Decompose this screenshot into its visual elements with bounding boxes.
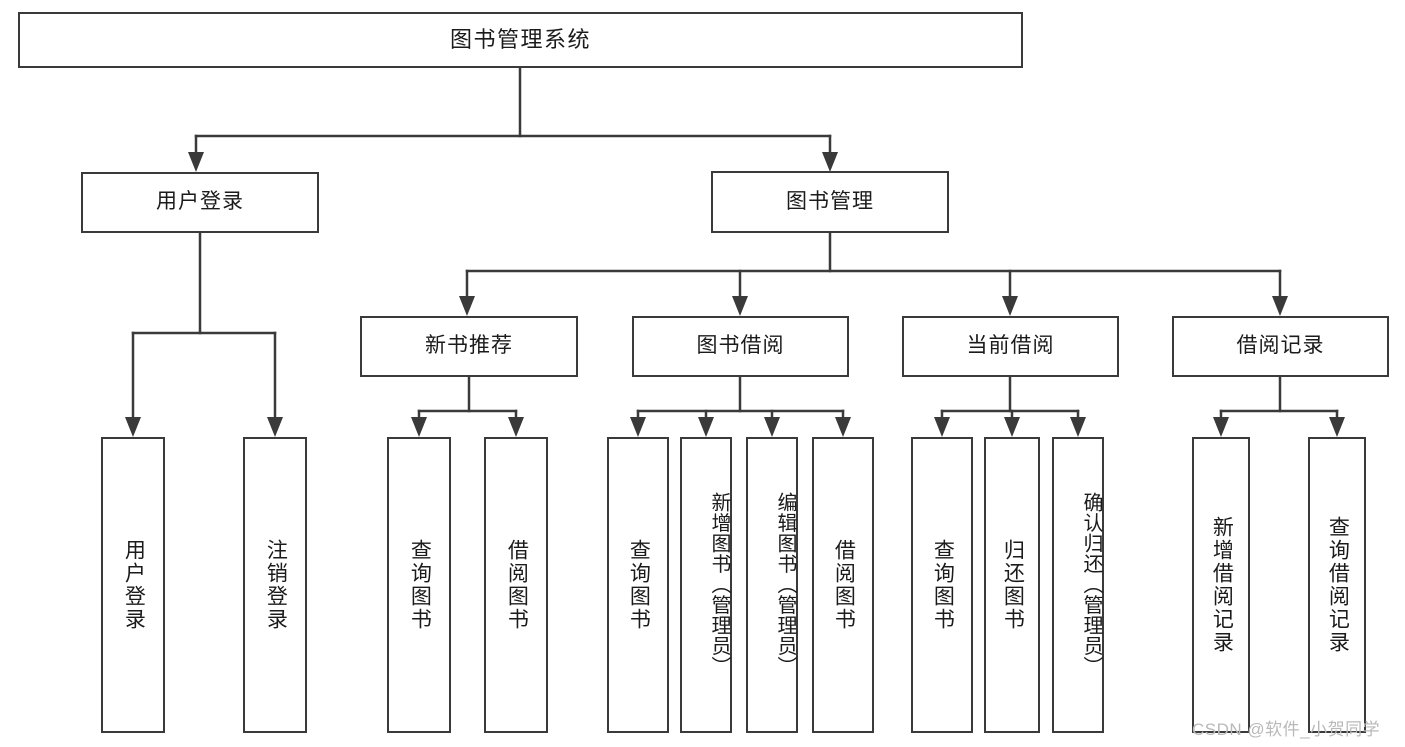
node-leaf-query-book-2-label: 查询图书 xyxy=(627,539,651,631)
node-leaf-borrow-book-2-label: 借阅图书 xyxy=(832,539,856,631)
node-leaf-query-book-2[interactable]: 查询图书 xyxy=(607,437,669,733)
node-leaf-logout-login-label: 注销登录 xyxy=(264,539,288,631)
node-user-login[interactable]: 用户登录 xyxy=(81,172,319,233)
node-leaf-confirm-return-admin-label: 确认归还（管理员） xyxy=(1080,491,1102,677)
node-leaf-query-book-3-label: 查询图书 xyxy=(931,539,955,631)
node-leaf-add-book-admin-label: 新增图书（管理员） xyxy=(708,491,730,677)
node-user-login-label: 用户登录 xyxy=(156,190,244,214)
node-leaf-add-borrow-record-label: 新增借阅记录 xyxy=(1210,516,1234,654)
node-leaf-confirm-return-admin[interactable]: 确认归还（管理员） xyxy=(1052,437,1104,733)
node-leaf-return-book-label: 归还图书 xyxy=(1001,539,1025,631)
node-new-book-recommend-label: 新书推荐 xyxy=(425,334,513,358)
csdn-watermark: CSDN @软件_小贺同学 xyxy=(1192,720,1381,739)
node-leaf-borrow-book-2[interactable]: 借阅图书 xyxy=(812,437,874,733)
node-leaf-query-borrow-record-label: 查询借阅记录 xyxy=(1326,516,1350,654)
node-current-borrow[interactable]: 当前借阅 xyxy=(902,316,1119,377)
node-book-management-label: 图书管理 xyxy=(786,189,874,213)
node-leaf-borrow-book-1-label: 借阅图书 xyxy=(505,539,529,631)
node-book-management[interactable]: 图书管理 xyxy=(711,171,949,233)
node-leaf-borrow-book-1[interactable]: 借阅图书 xyxy=(484,437,548,733)
node-borrow-record[interactable]: 借阅记录 xyxy=(1172,316,1389,377)
node-leaf-query-borrow-record[interactable]: 查询借阅记录 xyxy=(1308,437,1366,733)
node-book-borrow[interactable]: 图书借阅 xyxy=(632,316,849,377)
node-leaf-query-book-1-label: 查询图书 xyxy=(408,539,432,631)
node-new-book-recommend[interactable]: 新书推荐 xyxy=(360,316,578,377)
node-book-borrow-label: 图书借阅 xyxy=(696,334,785,358)
node-root-label: 图书管理系统 xyxy=(449,27,591,53)
node-leaf-edit-book-admin[interactable]: 编辑图书（管理员） xyxy=(746,437,798,733)
node-leaf-query-book-3[interactable]: 查询图书 xyxy=(911,437,973,733)
node-borrow-record-label: 借阅记录 xyxy=(1236,334,1325,358)
node-root[interactable]: 图书管理系统 xyxy=(18,12,1023,68)
node-leaf-edit-book-admin-label: 编辑图书（管理员） xyxy=(774,491,796,677)
node-leaf-logout-login[interactable]: 注销登录 xyxy=(243,437,307,733)
node-current-borrow-label: 当前借阅 xyxy=(966,334,1055,358)
node-leaf-user-login-label: 用户登录 xyxy=(122,539,146,631)
node-leaf-user-login[interactable]: 用户登录 xyxy=(101,437,165,733)
node-leaf-add-book-admin[interactable]: 新增图书（管理员） xyxy=(680,437,732,733)
node-leaf-return-book[interactable]: 归还图书 xyxy=(984,437,1040,733)
node-leaf-add-borrow-record[interactable]: 新增借阅记录 xyxy=(1192,437,1250,733)
node-leaf-query-book-1[interactable]: 查询图书 xyxy=(387,437,451,733)
